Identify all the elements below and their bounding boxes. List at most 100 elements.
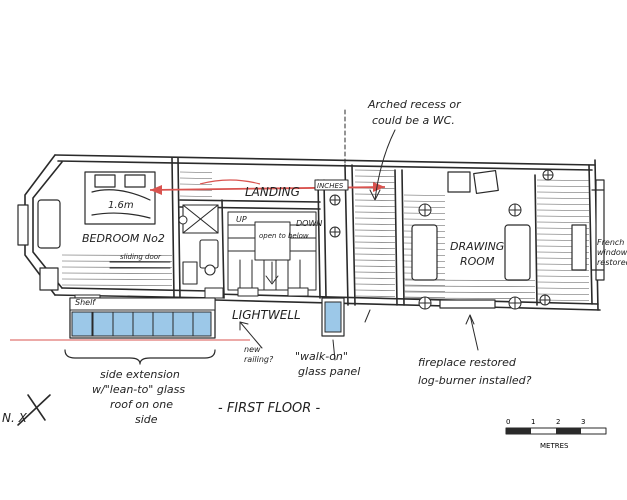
french-label-2: windows [597, 248, 627, 257]
floorboard-line [354, 217, 396, 219]
floorboard-line [61, 260, 173, 262]
french-label-1: French [597, 238, 624, 247]
window-seat [17, 199, 61, 291]
floorboard-line [354, 283, 396, 285]
floorboard-line [536, 287, 590, 289]
floorboard-line [404, 291, 536, 293]
new-railing-1: new [244, 345, 261, 354]
floorboard-line [61, 254, 173, 256]
floorboard-line [354, 271, 396, 273]
bed-size-label: 1.6m [108, 200, 134, 211]
side-ext-line-2: w/"lean-to" glass [92, 383, 185, 396]
extension-brace [64, 349, 216, 365]
floorboard-line [179, 177, 213, 179]
arched-recess-line-1: Arched recess or [367, 98, 462, 111]
scale-tick-0: 0 [506, 418, 510, 426]
scale-tick-3: 3 [581, 418, 585, 426]
inches-label: INCHES [317, 182, 344, 190]
walk-on-line-1: "walk-on" [295, 350, 348, 363]
corner-mark: N. X [2, 411, 28, 425]
shelf-label: Shelf [75, 298, 96, 307]
floorboard-line [354, 193, 396, 195]
floorboard-line [179, 195, 213, 197]
floorboard-line [536, 185, 590, 187]
fireplace-line-2: log-burner installed? [418, 374, 532, 387]
lamps [178, 169, 554, 310]
floorboard-line [403, 200, 446, 202]
outer-walls [24, 154, 601, 311]
french-label-3: restored [597, 258, 627, 267]
floorboard-line [61, 278, 173, 280]
side-ext-line-4: side [135, 413, 158, 426]
floorboard-line [536, 275, 590, 277]
floorboard-line [354, 277, 396, 279]
floorboard-line [536, 215, 590, 217]
drawing-label: DRAWING [450, 240, 504, 253]
floorboard-line [536, 293, 590, 295]
walk-on-line-2: glass panel [298, 365, 360, 378]
floorboard-line [354, 223, 396, 225]
north-mark [17, 394, 51, 426]
open-below-label: open to below [259, 232, 309, 240]
floorboard-line [536, 191, 590, 193]
up-label: UP [236, 215, 247, 224]
fireplace-line-1: fireplace restored [418, 356, 517, 369]
arched-recess-line-2: could be a WC. [372, 114, 455, 127]
floorboard-line [354, 211, 396, 213]
scale-unit: METRES [540, 442, 569, 450]
bedroom-label: BEDROOM No2 [82, 232, 165, 245]
floorboard-line [354, 289, 396, 291]
floorboard-line [354, 169, 396, 171]
floorboard-line [354, 181, 396, 183]
floorboard-line [354, 205, 396, 207]
french-windows [591, 179, 605, 281]
floorboard-line [354, 229, 396, 231]
floorboard-line [179, 171, 213, 173]
floorboard-line [536, 197, 590, 199]
stairs [227, 211, 317, 291]
bathroom [182, 204, 219, 285]
floorboard-line [354, 259, 396, 261]
walk-on-glass-panel [321, 297, 345, 337]
drawing-room-furniture [411, 169, 587, 309]
floorboard-line [61, 266, 173, 268]
floorboard-line [403, 194, 446, 196]
floorboard-line [354, 241, 396, 243]
first-floor-title: - FIRST FLOOR - [218, 401, 320, 416]
floorboard-line [354, 265, 396, 267]
floorboard-line [536, 281, 590, 283]
scale-tick-2: 2 [556, 418, 560, 426]
floorboard-line [536, 209, 590, 211]
room-label: ROOM [460, 255, 495, 268]
scale-tick-1: 1 [531, 418, 535, 426]
side-ext-line-3: roof on one [110, 398, 173, 411]
new-railing-2: railing? [244, 355, 274, 364]
bed [84, 171, 156, 225]
inches-box [314, 179, 349, 191]
floorboard-line [61, 284, 173, 286]
floorboard-line [354, 253, 396, 255]
annotation-arrows [239, 129, 479, 361]
floorboard-line [403, 290, 446, 292]
scale-bar [505, 427, 607, 435]
down-label: DOWN [296, 219, 322, 228]
floorboard-line [354, 295, 396, 297]
floorboard-line [404, 285, 536, 287]
floorboard-line [354, 235, 396, 237]
floorboard-line [403, 284, 446, 286]
side-ext-line-1: side extension [100, 368, 180, 381]
lightwell-label: LIGHTWELL [232, 308, 301, 322]
floorboard-line [354, 175, 396, 177]
floorboard-line [536, 203, 590, 205]
floorboard-line [536, 221, 590, 223]
landing-label: LANDING [245, 185, 300, 199]
floorboard-line [403, 218, 446, 220]
stair-rails [204, 287, 309, 299]
floorboard-line [61, 272, 173, 274]
sliding-door-label: sliding door [120, 253, 162, 261]
floorboard-line [536, 179, 590, 181]
floorboard-line [354, 247, 396, 249]
floorboard-line [179, 183, 213, 185]
side-extension [69, 297, 216, 339]
